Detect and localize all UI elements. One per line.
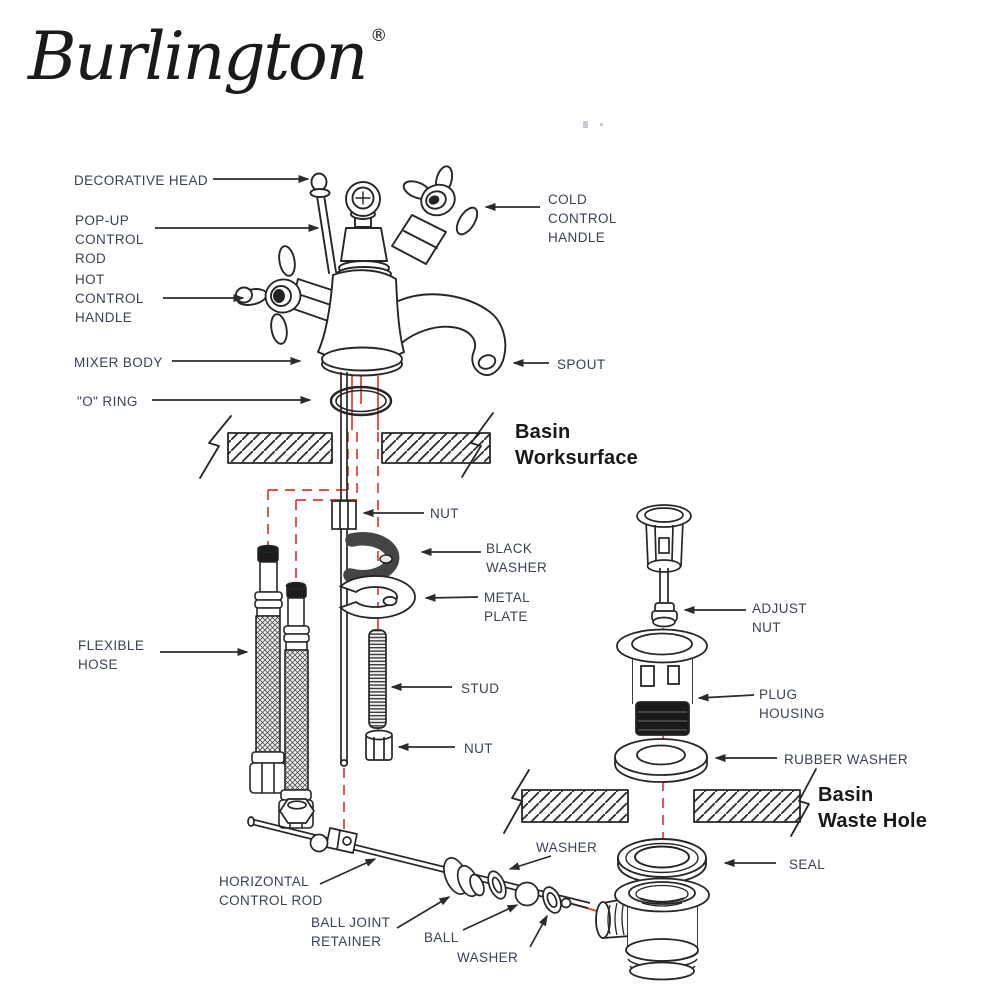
worksurface-band [199, 412, 494, 479]
label-o-ring: "O" RING [77, 394, 138, 409]
label-plug-housing: PLUG HOUSING [759, 687, 825, 721]
nut-upper-part [331, 500, 357, 530]
stud-part [368, 629, 387, 729]
label-washer-lower: WASHER [457, 950, 519, 965]
nut-lower-part [365, 729, 393, 761]
label-pop-up-control-rod: POP-UP CONTROL ROD [75, 213, 144, 266]
flexible-hose-right [278, 581, 314, 829]
seal-part [617, 838, 707, 884]
registered-trademark-icon: ® [370, 26, 388, 46]
pop-up-rod [309, 172, 337, 274]
label-washer-upper: WASHER [536, 840, 598, 855]
rubber-washer-part [614, 738, 708, 783]
scan-artifact [600, 123, 603, 126]
label-nut-upper: NUT [430, 506, 459, 521]
label-decorative-head: DECORATIVE HEAD [74, 173, 209, 188]
label-ball: BALL [424, 930, 459, 945]
brand-logo: Burlington® [28, 18, 387, 95]
o-ring-part [329, 385, 393, 417]
label-seal: SEAL [789, 857, 826, 872]
horizontal-rod-assembly [247, 798, 591, 914]
rod-clamp-part [309, 827, 358, 854]
washer-lower-part [542, 886, 572, 914]
ball-part [514, 881, 540, 907]
callout-arrows [152, 175, 777, 948]
plug-housing-part [616, 628, 708, 736]
brand-name: Burlington [28, 18, 368, 95]
center-cartridge-part [336, 181, 392, 282]
metal-plate-part [338, 575, 416, 619]
decorative-head-part [310, 172, 328, 192]
faucet-assembly [235, 165, 507, 417]
label-spout: SPOUT [557, 357, 606, 372]
scan-artifact [583, 121, 588, 128]
label-flexible-hose: FLEXIBLE HOSE [78, 638, 145, 672]
label-rubber-washer: RUBBER WASHER [784, 752, 908, 767]
label-horizontal-control-rod: HORIZONTAL CONTROL ROD [219, 874, 323, 908]
mixer-body-part [317, 269, 507, 376]
label-basin-waste-hole: Basin Waste Hole [818, 784, 928, 832]
label-adjust-nut: ADJUST NUT [752, 601, 807, 635]
threaded-rod-part [339, 372, 349, 767]
label-mixer-body: MIXER BODY [74, 355, 163, 370]
cold-handle-part [391, 165, 479, 265]
plug-part [636, 504, 692, 628]
waste-hole-band [503, 768, 817, 837]
washer-upper-part [487, 870, 507, 900]
ball-joint-retainer-part [443, 857, 485, 898]
label-hot-control-handle: HOT CONTROL HANDLE [75, 272, 144, 325]
rod-nut-part [279, 798, 315, 824]
label-ball-joint-retainer: BALL JOINT RETAINER [311, 915, 391, 949]
label-nut-lower: NUT [464, 741, 493, 756]
label-metal-plate: METAL PLATE [484, 590, 531, 624]
label-cold-control-handle: COLD CONTROL HANDLE [548, 192, 617, 245]
flexible-hose-left [249, 544, 287, 794]
spout-part [397, 293, 507, 376]
label-stud: STUD [461, 681, 500, 696]
waste-body-part [595, 877, 710, 981]
base-flange-part [321, 346, 403, 377]
label-basin-worksurface: Basin Worksurface [515, 421, 638, 469]
label-black-washer: BLACK WASHER [486, 541, 548, 575]
flexible-hose-parts [249, 544, 314, 829]
black-washer-part [343, 532, 400, 584]
